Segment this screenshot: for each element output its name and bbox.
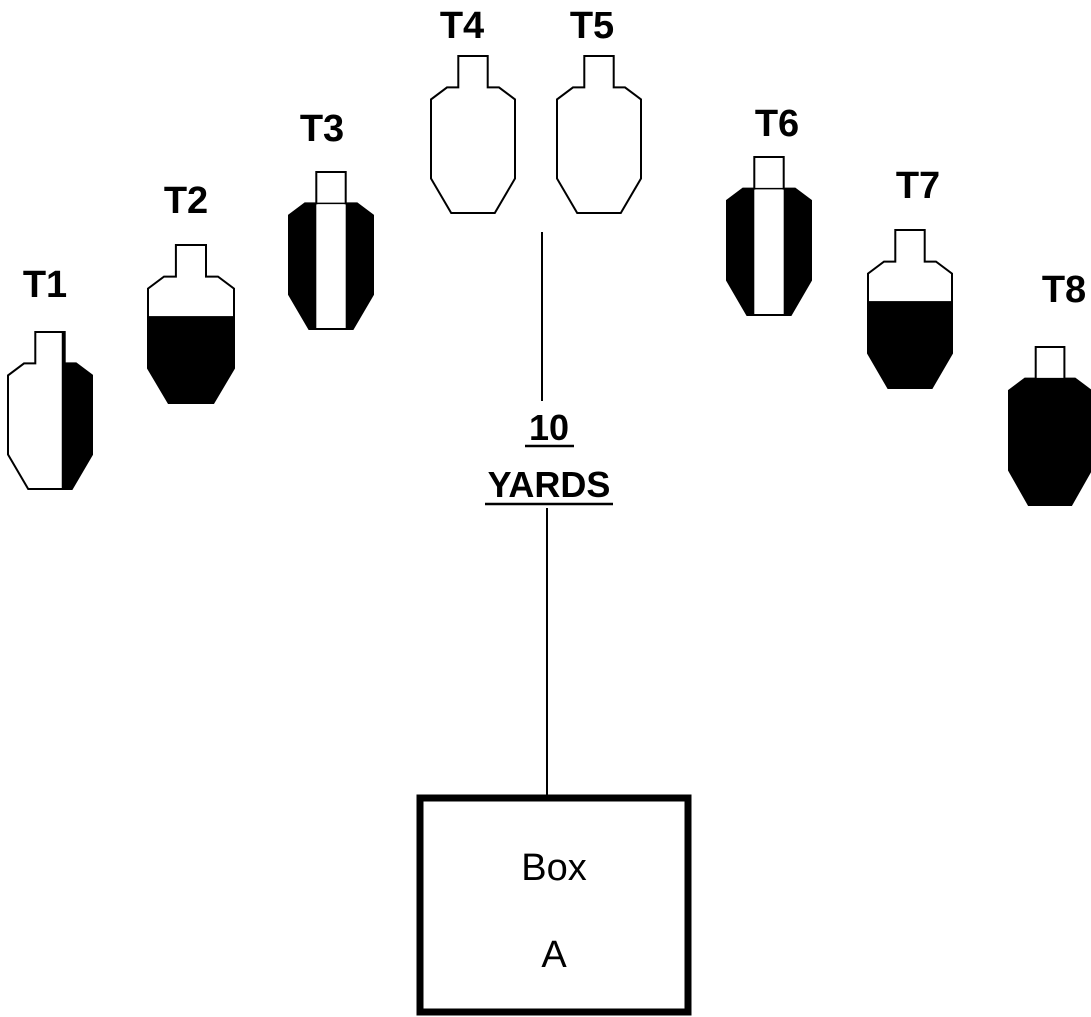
target-t5 [556, 55, 642, 214]
target-body [557, 56, 641, 213]
target-t8 [1008, 346, 1091, 506]
target-fill-right [61, 332, 92, 489]
target-outline [430, 55, 516, 214]
target-label-t3: T3 [300, 108, 344, 150]
target-t3 [288, 171, 374, 330]
target-t1 [7, 331, 93, 490]
target-outline [147, 244, 235, 404]
box-line2: A [541, 934, 567, 976]
distance-unit: YARDS [488, 464, 611, 505]
target-t7 [867, 229, 953, 389]
target-fill-lower [148, 316, 234, 403]
target-label-t6: T6 [755, 103, 799, 145]
target-label-t8: T8 [1042, 269, 1086, 311]
target-fill-right-side [783, 186, 811, 315]
target-fill-right-side [345, 201, 373, 329]
target-label-t1: T1 [23, 264, 67, 306]
target-label-t7: T7 [896, 165, 940, 207]
target-t2 [147, 244, 235, 404]
target-outline [556, 55, 642, 214]
target-label-t2: T2 [164, 180, 208, 222]
target-outline [867, 229, 953, 389]
target-outline [7, 331, 93, 490]
distance-value: 10 [529, 407, 569, 448]
target-t6 [726, 156, 812, 316]
target-body [431, 56, 515, 213]
target-label-t5: T5 [570, 5, 614, 47]
target-fill-left-side [289, 201, 317, 329]
box-line1: Box [521, 847, 586, 889]
target-fill-body [1009, 378, 1091, 505]
target-outline [1008, 346, 1091, 506]
target-t4 [430, 55, 516, 214]
shooting-box [416, 794, 692, 1016]
target-label-t4: T4 [440, 5, 484, 47]
target-fill-lower [868, 301, 952, 388]
target-fill-left-side [727, 186, 755, 315]
